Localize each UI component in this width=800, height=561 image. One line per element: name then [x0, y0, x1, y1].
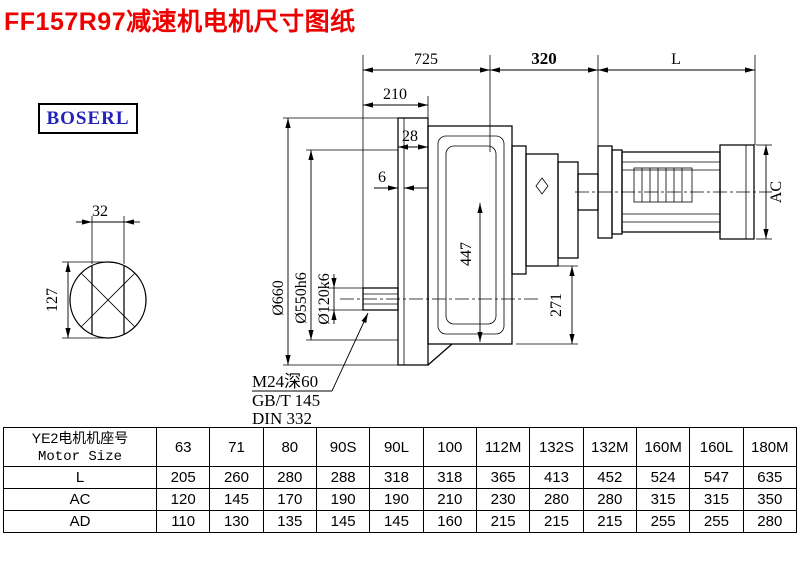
cell-L-160M: 524 [635, 466, 691, 489]
row-label-AD: AD [3, 510, 157, 533]
gearbox-side-view [362, 117, 755, 366]
cell-L-160L: 547 [689, 466, 744, 489]
col-header-71: 71 [209, 427, 264, 467]
page-title: FF157R97减速机电机尺寸图纸 [4, 8, 356, 36]
dim-6-label: 6 [378, 169, 386, 186]
dia-120-label: Ø120k6 [316, 273, 333, 325]
cell-AC-71: 145 [209, 488, 264, 511]
dim-725-label: 725 [414, 51, 438, 68]
cell-AD-63: 110 [155, 510, 211, 533]
cell-AC-160L: 315 [689, 488, 744, 511]
dim-210-label: 210 [383, 86, 407, 103]
motor-size-header-en: Motor Size [37, 449, 122, 465]
cell-L-132M: 452 [582, 466, 637, 489]
shaft-end-view [69, 261, 147, 339]
cell-L-63: 205 [155, 466, 211, 489]
cell-AC-180M: 350 [742, 488, 798, 511]
cell-AD-180M: 280 [742, 510, 798, 533]
col-header-90S: 90S [315, 427, 371, 467]
cell-AD-112M: 215 [475, 510, 531, 533]
din-note: DIN 332 [252, 409, 312, 428]
cell-AD-80: 135 [262, 510, 317, 533]
center-lines [340, 191, 772, 300]
cell-L-112M: 365 [475, 466, 531, 489]
cell-L-80: 280 [262, 466, 317, 489]
dimension-labels: 725 320 L 210 28 6 32 127 447 271 AC Ø66… [44, 49, 785, 428]
dim-28-label: 28 [402, 128, 418, 145]
cell-AC-63: 120 [155, 488, 211, 511]
cell-AC-112M: 230 [475, 488, 531, 511]
motor-size-header: YE2电机机座号 Motor Size [3, 427, 157, 467]
dim-32-label: 32 [92, 203, 108, 220]
cell-AD-160L: 255 [689, 510, 744, 533]
dimension-lines [65, 67, 769, 392]
dim-127-label: 127 [44, 288, 61, 312]
cell-L-132S: 413 [529, 466, 584, 489]
dia-550-label: Ø550h6 [293, 272, 310, 324]
cell-AD-132M: 215 [582, 510, 637, 533]
cell-AC-132S: 280 [529, 488, 584, 511]
cell-L-71: 260 [209, 466, 264, 489]
dim-ac-label: AC [768, 181, 785, 203]
dim-271-label: 271 [548, 293, 565, 317]
cell-AC-160M: 315 [635, 488, 691, 511]
col-header-63: 63 [155, 427, 211, 467]
shaft-marker-diamond [535, 177, 549, 195]
col-header-132S: 132S [529, 427, 584, 467]
dim-320-label: 320 [531, 49, 557, 68]
cell-AC-90S: 190 [315, 488, 371, 511]
cell-L-100: 318 [422, 466, 477, 489]
cell-L-90L: 318 [369, 466, 424, 489]
col-header-100: 100 [422, 427, 477, 467]
cell-AD-90L: 145 [369, 510, 424, 533]
motor-size-header-cn: YE2电机机座号 [31, 430, 129, 446]
cell-AD-90S: 145 [315, 510, 371, 533]
cell-AC-90L: 190 [369, 488, 424, 511]
dim-447-label: 447 [458, 242, 475, 266]
dia-660-label: Ø660 [270, 280, 287, 316]
col-header-160L: 160L [689, 427, 744, 467]
col-header-132M: 132M [582, 427, 637, 467]
gbt-note: GB/T 145 [252, 391, 320, 410]
thread-note: M24深60 [252, 372, 318, 391]
cell-AC-132M: 280 [582, 488, 637, 511]
cell-AD-160M: 255 [635, 510, 691, 533]
row-label-L: L [3, 466, 157, 489]
cell-AD-100: 160 [422, 510, 477, 533]
col-header-160M: 160M [635, 427, 691, 467]
dim-L-label: L [671, 51, 681, 68]
cell-AC-100: 210 [422, 488, 477, 511]
cell-L-180M: 635 [742, 466, 798, 489]
cell-AD-132S: 215 [529, 510, 584, 533]
cell-L-90S: 288 [315, 466, 371, 489]
cell-AC-80: 170 [262, 488, 317, 511]
col-header-90L: 90L [369, 427, 424, 467]
boserl-logo: BOSERL [38, 103, 138, 134]
col-header-80: 80 [262, 427, 317, 467]
col-header-112M: 112M [475, 427, 531, 467]
cell-AD-71: 130 [209, 510, 264, 533]
extension-lines [62, 55, 772, 366]
col-header-180M: 180M [742, 427, 798, 467]
row-label-AC: AC [3, 488, 157, 511]
